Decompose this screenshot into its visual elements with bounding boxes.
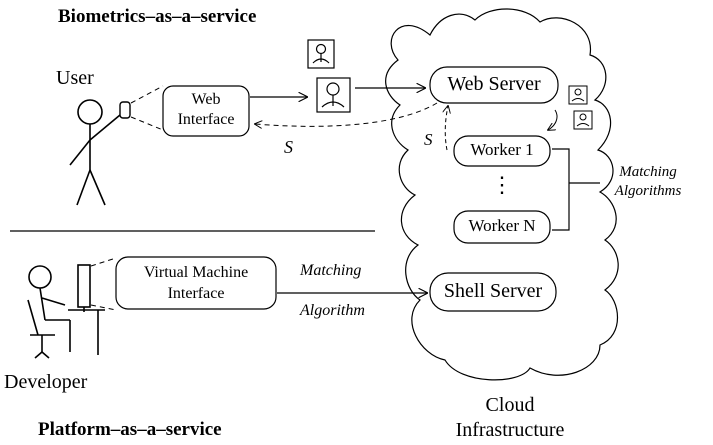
matching-algorithms-line2: Algorithms: [614, 183, 682, 199]
user-stick-figure: [69, 99, 121, 206]
shell-server-box: [429, 272, 557, 312]
developer-figure: [27, 264, 105, 359]
biometrics-title: Biometrics–as–a–service: [58, 6, 257, 27]
vm-interface-box: [115, 256, 277, 310]
web-interface-line2: Interface: [177, 111, 235, 128]
user-label: User: [56, 67, 94, 89]
cloud-label-line2: Infrastructure: [455, 419, 565, 441]
s-label-cloud: S: [424, 130, 433, 149]
developer-label: Developer: [4, 371, 88, 393]
web-interface-box: [162, 85, 250, 137]
worker-n-box: [453, 210, 551, 244]
algorithm-label: Algorithm: [300, 302, 365, 319]
vm-interface-label: Virtual Machine Interface: [116, 262, 276, 304]
matching-algorithms-label: Matching Algorithms: [600, 163, 696, 201]
face-image-icon: [307, 39, 351, 113]
worker-n-label: Worker N: [468, 216, 536, 235]
web-server-label: Web Server: [447, 73, 541, 95]
vm-interface-line1: Virtual Machine: [143, 264, 249, 281]
s-label-left: S: [284, 137, 293, 157]
worker-ellipsis: ⋮: [491, 172, 513, 197]
shell-server-label: Shell Server: [443, 280, 543, 302]
web-interface-line1: Web: [191, 91, 221, 108]
vm-interface-line2: Interface: [167, 285, 225, 302]
cloud-infrastructure-label: Cloud Infrastructure: [440, 393, 580, 443]
web-interface-label: Web Interface: [163, 90, 249, 130]
cloud-shape: [385, 8, 619, 381]
worker-1-label: Worker 1: [470, 140, 534, 159]
cloud-label-line1: Cloud: [485, 394, 535, 416]
worker-1-box: [453, 135, 551, 167]
web-server-box: [429, 66, 559, 104]
platform-title: Platform–as–a–service: [38, 419, 222, 440]
phone-icon: [119, 101, 131, 119]
matching-algorithms-line1: Matching: [619, 164, 677, 180]
matching-label: Matching: [300, 262, 362, 279]
small-face-icons: [568, 85, 593, 130]
